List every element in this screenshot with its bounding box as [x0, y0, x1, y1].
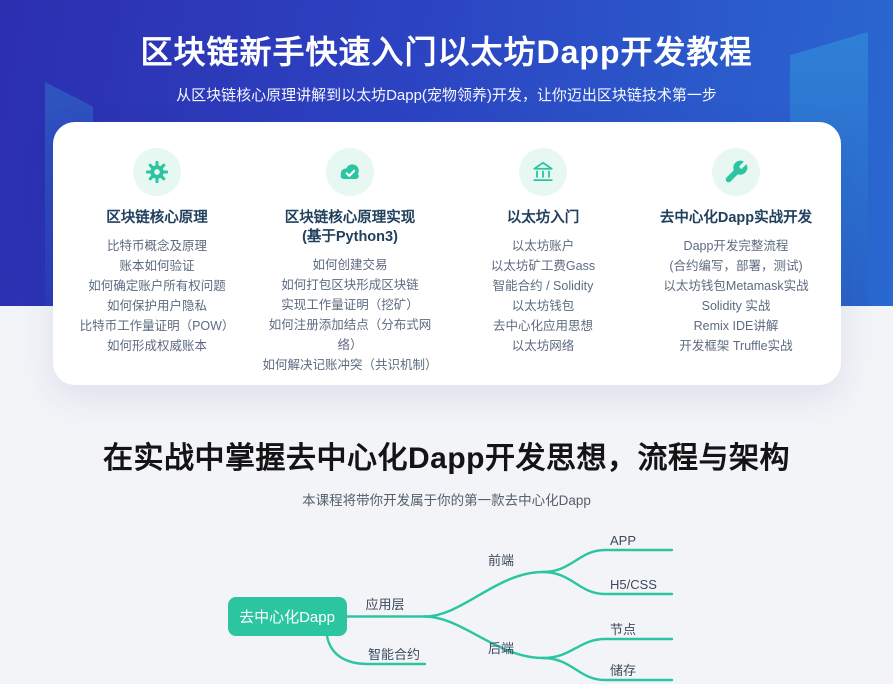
mindmap-label-smart-contract: 智能合约: [368, 647, 420, 662]
column-topic-list: 如何创建交易 如何打包区块形成区块链 实现工作量证明（挖矿） 如何注册添加结点（…: [260, 255, 441, 375]
course-topic-item: (合约编写，部署，测试): [669, 259, 803, 273]
dapp-architecture-mindmap: 去中心化Dapp 应用层 智能合约 前端 后端 APP H5/CSS 节点 储存: [227, 533, 673, 682]
mindmap-connector: [423, 570, 544, 618]
gear-icon: [133, 148, 181, 196]
course-column-dapp-practice: 去中心化Dapp实战开发 Dapp开发完整流程 (合约编写，部署，测试) 以太坊…: [640, 148, 833, 375]
column-title: 以太坊入门: [506, 210, 580, 226]
mindmap-connector: [541, 570, 673, 596]
column-topic-list: 以太坊账户 以太坊矿工费Gass 智能合约 / Solidity 以太坊钱包 去…: [453, 236, 634, 356]
course-topic-item: 如何形成权威账本: [106, 339, 207, 353]
course-topic-item: 比特币概念及原理: [106, 239, 207, 253]
mindmap-label-frontend: 前端: [487, 553, 513, 568]
course-topic-item: 以太坊矿工费Gass: [490, 259, 596, 273]
course-topic-item: 以太坊网络: [511, 339, 575, 353]
mindmap-connector: [541, 548, 673, 574]
column-title-line2: (基于Python3): [302, 229, 398, 245]
course-topic-item: 以太坊钱包Metamask实战: [663, 279, 809, 293]
mindmap-label-node: 节点: [610, 622, 636, 637]
mindmap-root-label: 去中心化Dapp: [239, 609, 335, 626]
section-title: 在实战中掌握去中心化Dapp开发思想，流程与架构: [103, 442, 790, 475]
course-overview-card: 区块链核心原理 比特币概念及原理 账本如何验证 如何确定账户所有权问题 如何保护…: [52, 122, 841, 385]
mindmap-connector: [423, 615, 544, 660]
mindmap-root-node: [227, 597, 347, 636]
course-topic-item: 账本如何验证: [119, 259, 195, 273]
hero-subtitle: 从区块链核心原理讲解到以太坊Dapp(宠物领养)开发，让你迈出区块链技术第一步: [176, 87, 717, 104]
course-topic-item: 如何保护用户隐私: [106, 299, 207, 313]
course-column-implementation: 区块链核心原理实现 (基于Python3) 如何创建交易 如何打包区块形成区块链…: [254, 148, 447, 375]
cloud-check-icon: [326, 148, 374, 196]
course-column-principles: 区块链核心原理 比特币概念及原理 账本如何验证 如何确定账户所有权问题 如何保护…: [61, 148, 254, 375]
course-topic-item: 智能合约 / Solidity: [492, 279, 594, 293]
course-topic-item: 以太坊钱包: [511, 299, 575, 313]
course-topic-item: Remix IDE讲解: [693, 319, 779, 333]
section-subtitle: 本课程将带你开发属于你的第一款去中心化Dapp: [302, 493, 591, 508]
course-topic-item: Solidity 实战: [701, 299, 771, 313]
course-topic-item: 开发框架 Truffle实战: [679, 339, 793, 353]
mindmap-label-backend: 后端: [487, 641, 513, 656]
course-topic-item: Dapp开发完整流程: [683, 239, 789, 253]
column-topic-list: Dapp开发完整流程 (合约编写，部署，测试) 以太坊钱包Metamask实战 …: [646, 236, 827, 356]
mindmap-label-storage: 储存: [610, 663, 636, 678]
course-column-ethereum: 以太坊入门 以太坊账户 以太坊矿工费Gass 智能合约 / Solidity 以…: [447, 148, 640, 375]
course-topic-item: 如何解决记账冲突（共识机制）: [262, 358, 438, 372]
wrench-icon: [712, 148, 760, 196]
column-topic-list: 比特币概念及原理 账本如何验证 如何确定账户所有权问题 如何保护用户隐私 比特币…: [67, 236, 248, 356]
column-title: 区块链核心原理: [106, 210, 208, 226]
column-title: 区块链核心原理实现: [284, 210, 416, 226]
mindmap-connector: [541, 656, 673, 682]
course-topic-item: 如何创建交易: [312, 258, 388, 272]
mindmap-label-app-layer: 应用层: [365, 597, 404, 612]
column-title: 去中心化Dapp实战开发: [659, 210, 813, 226]
mindmap-label-app: APP: [610, 533, 636, 548]
course-topic-item: 如何打包区块形成区块链: [281, 278, 419, 292]
course-topic-item: 比特币工作量证明（POW）: [79, 319, 235, 333]
bank-icon: [519, 148, 567, 196]
mindmap-label-h5css: H5/CSS: [610, 577, 657, 592]
hero-title: 区块链新手快速入门以太坊Dapp开发教程: [140, 34, 753, 70]
course-topic-item: 如何确定账户所有权问题: [88, 279, 226, 293]
course-topic-item: 如何注册添加结点（分布式网络）: [268, 318, 432, 352]
course-topic-item: 以太坊账户: [511, 239, 575, 253]
course-topic-item: 去中心化应用思想: [492, 319, 593, 333]
mindmap-connector: [325, 634, 426, 666]
course-topic-item: 实现工作量证明（挖矿）: [281, 298, 419, 312]
mindmap-connector: [541, 637, 673, 660]
